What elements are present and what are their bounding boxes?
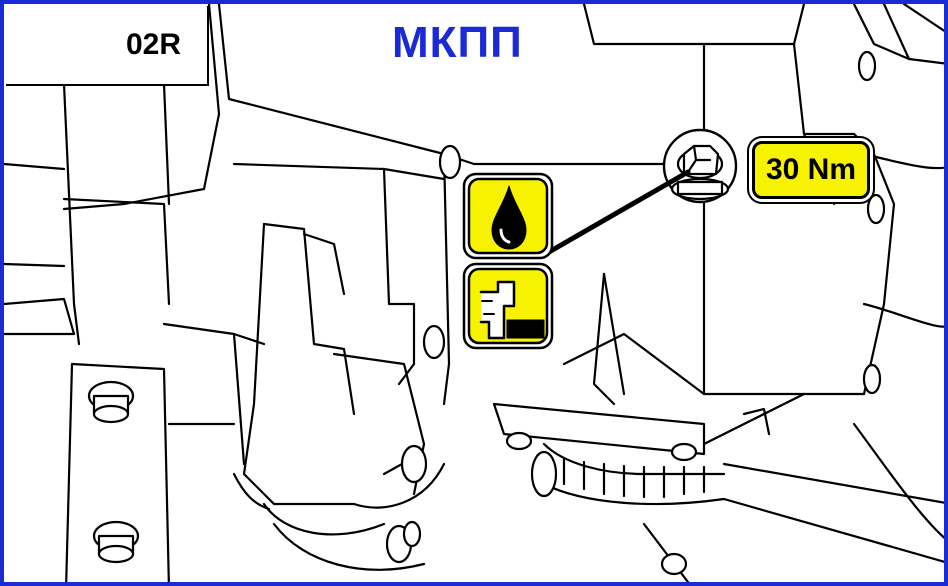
bracket-bolt-lower [92,520,140,564]
bracket-bolt-upper [87,380,135,424]
oil-drop-icon [462,172,554,260]
filler-plug [662,128,738,204]
gearbox-illustration [4,4,944,582]
housing-bolt-top [438,144,462,180]
housing-bolt-right-top [857,50,877,82]
housing-bolt-mid [422,324,446,360]
housing-bolt-right-low [862,363,882,395]
lower-bolt-2 [385,520,422,564]
model-code-box: 02R [6,6,209,86]
lower-bolt-1 [382,444,428,484]
torque-label: 30 Nm [765,153,857,186]
torque-callout: 30 Nm [752,141,870,199]
oil-level-icon [462,262,554,350]
leader-line [539,169,691,259]
model-code-label: 02R [126,28,182,61]
housing-bolt-right-mid [866,193,886,225]
page-title: МКПП [392,18,523,67]
